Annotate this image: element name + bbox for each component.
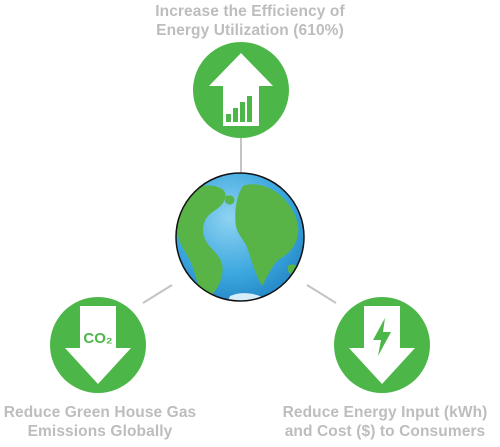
right-node-label: Reduce Energy Input (kWh) and Cost ($) t… — [270, 403, 500, 441]
arrow-down-lightning-icon — [349, 306, 415, 384]
right-label-line1: Reduce Energy Input (kWh) — [282, 404, 488, 421]
left-node-label: Reduce Green House Gas Emissions Globall… — [0, 403, 200, 441]
top-label-line2: Energy Utilization (610%) — [156, 22, 344, 39]
left-node: CO₂ — [50, 297, 146, 393]
top-node-label: Increase the Efficiency of Energy Utiliz… — [100, 2, 400, 40]
co2-icon-text: CO₂ — [83, 330, 112, 347]
arrow-up-bar-chart-icon — [209, 53, 273, 126]
top-label-line1: Increase the Efficiency of — [155, 3, 345, 20]
globe-icon — [175, 172, 305, 302]
top-node — [193, 42, 289, 138]
right-label-line2: and Cost ($) to Consumers — [284, 423, 486, 440]
left-label-line2: Emissions Globally — [27, 423, 173, 440]
left-label-line1: Reduce Green House Gas — [3, 404, 197, 421]
arrow-down-co2-icon: CO₂ — [65, 306, 131, 384]
right-node — [334, 297, 430, 393]
connector-right — [306, 284, 337, 304]
connector-left — [142, 284, 173, 304]
